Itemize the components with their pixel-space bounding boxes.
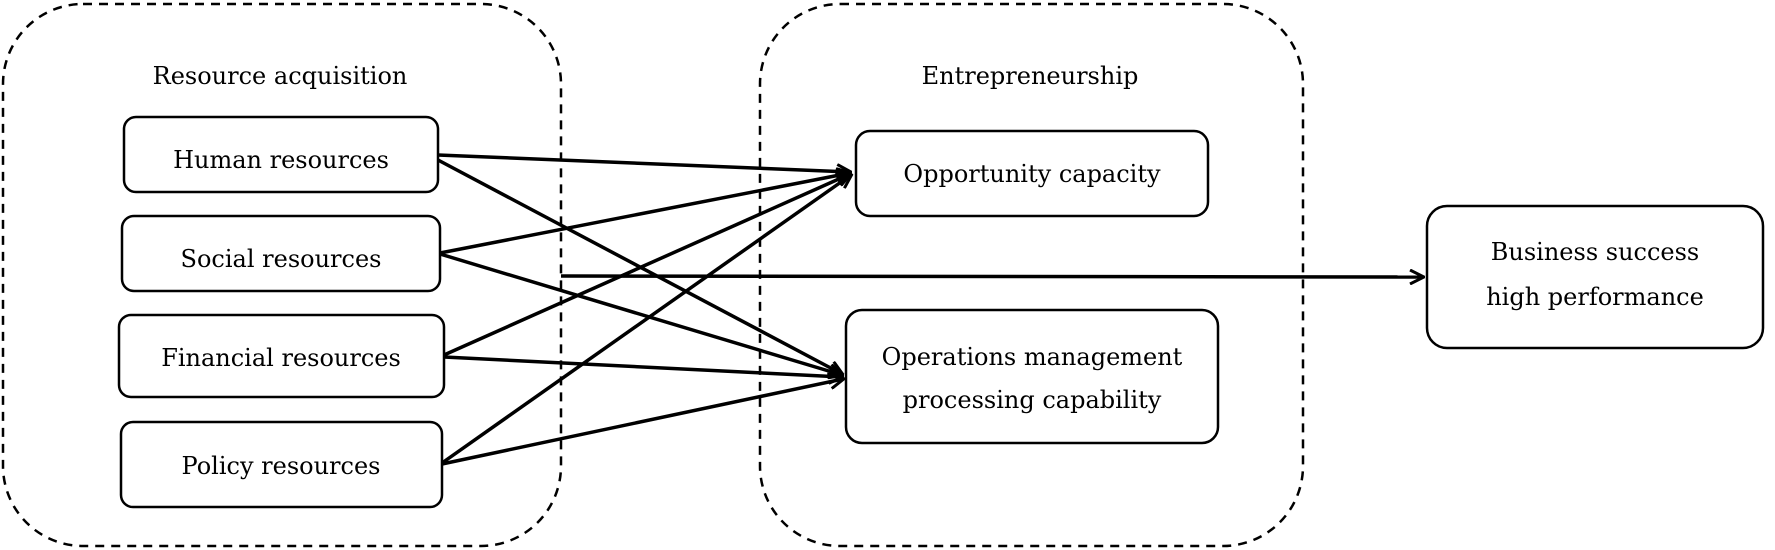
node-label-success-line-2: high performance [1486,283,1704,311]
node-label-human: Human resources [173,146,389,174]
node-human-resources: Human resources [122,115,440,194]
edge-policy-to-opportunity [440,175,851,465]
group-label-resource-acquisition: Resource acquisition [153,62,408,90]
edge-human-to-opportunity [437,153,850,172]
node-label-operations-line-2: processing capability [903,386,1162,414]
edge-financial-to-operations [443,355,842,377]
group-label-entrepreneurship: Entrepreneurship [922,62,1139,90]
node-label-success-line-1: Business success [1491,238,1700,266]
node-opportunity-capacity: Opportunity capacity [854,129,1210,218]
edges [437,153,1423,466]
node-financial-resources: Financial resources [117,313,446,399]
node-label-opportunity: Opportunity capacity [903,160,1161,188]
node-policy-resources: Policy resources [119,420,444,509]
node-label-social: Social resources [181,245,382,273]
node-social-resources: Social resources [120,214,442,293]
edge-financial-to-opportunity [443,174,850,357]
edge-social-to-opportunity [439,173,850,255]
edge-resources-to-success [560,276,1423,277]
node-operations-management: Operations management processing capabil… [844,308,1220,445]
edge-social-to-operations [439,252,842,375]
node-business-success: Business success high performance [1425,204,1765,350]
group-resource-acquisition [1,2,563,548]
edge-policy-to-operations [441,379,843,466]
node-label-policy: Policy resources [182,452,381,480]
node-label-operations-line-1: Operations management [882,343,1183,371]
node-label-financial: Financial resources [161,344,401,372]
